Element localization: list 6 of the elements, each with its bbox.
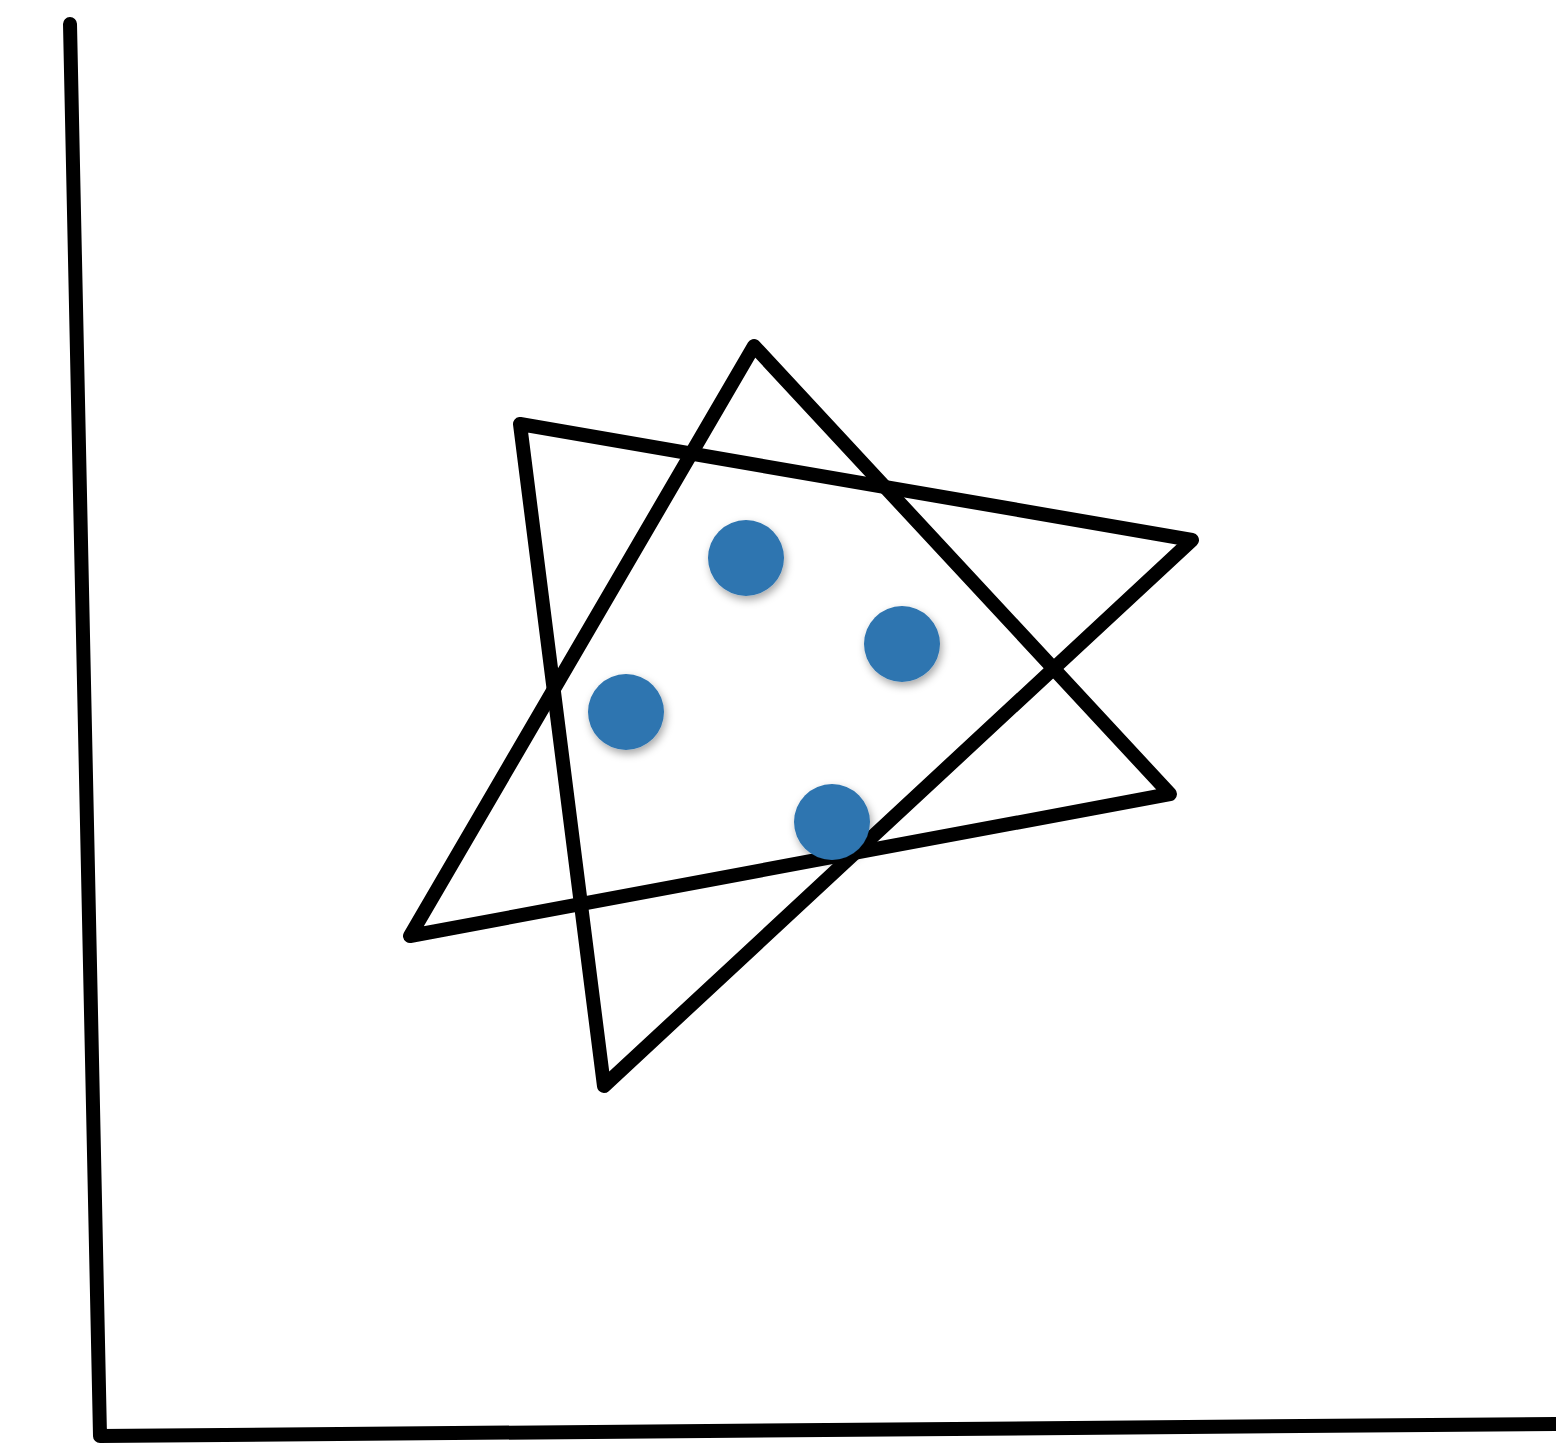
triangle-outline	[403, 339, 1177, 943]
data-point	[708, 520, 784, 596]
data-point	[588, 674, 664, 750]
data-point	[864, 606, 940, 682]
data-point	[794, 784, 870, 860]
triangle-outline	[513, 417, 1199, 1093]
